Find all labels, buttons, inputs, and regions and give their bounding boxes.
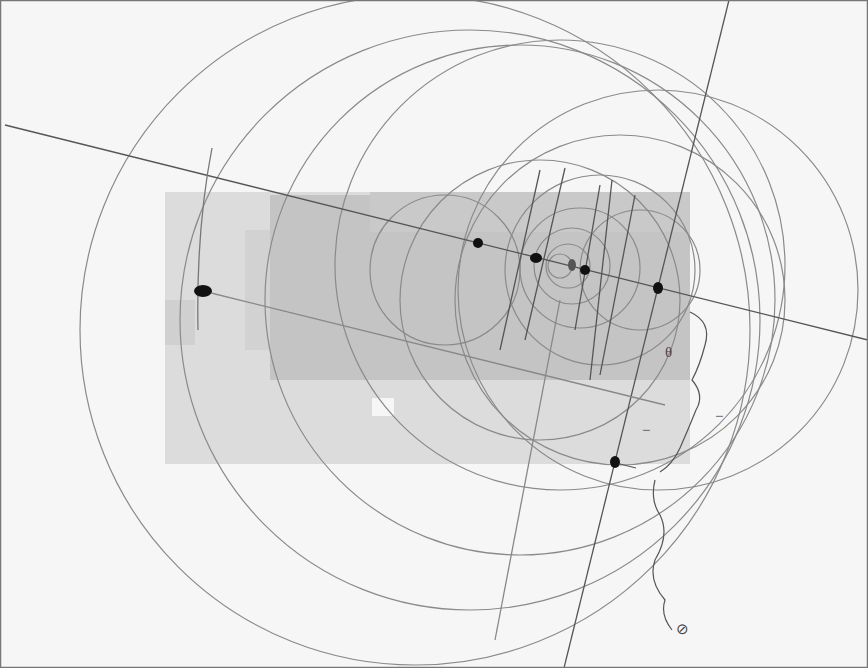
point-marks: [194, 238, 663, 468]
construction-lines: [5, 0, 868, 668]
gray-patches: [165, 192, 690, 464]
brackets: [612, 312, 707, 630]
handwritten-mark: ⊘: [675, 622, 690, 637]
handwritten-mark: −: [714, 409, 724, 424]
handwritten-mark: θ: [664, 345, 673, 360]
handwritten-mark: −: [641, 423, 651, 438]
construction-circles: [80, 0, 858, 665]
